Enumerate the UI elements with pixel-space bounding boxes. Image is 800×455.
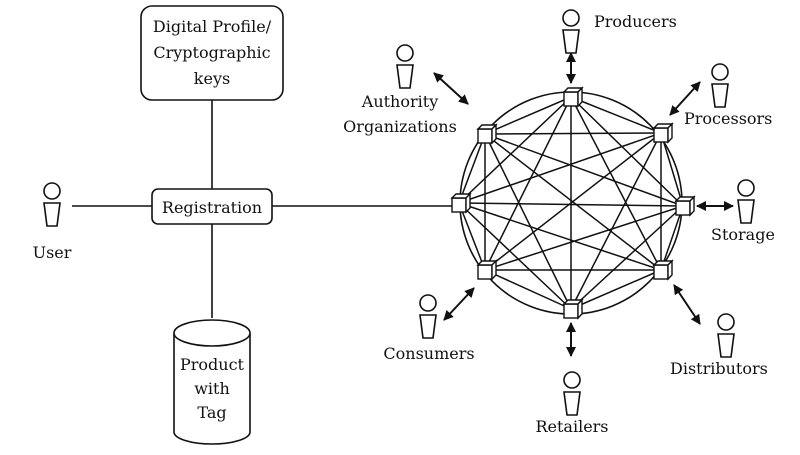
network-node-cube — [652, 122, 674, 144]
mesh-link — [484, 96, 572, 271]
mesh-link — [570, 205, 684, 310]
mesh-link — [484, 205, 684, 271]
mesh-link — [570, 96, 662, 134]
user-person-icon — [43, 182, 61, 227]
consumers-person-icon — [419, 294, 437, 339]
mesh-link — [484, 132, 662, 135]
network-mesh — [458, 96, 684, 310]
distributors-label: Distributors — [670, 359, 768, 378]
mesh-link — [458, 132, 662, 204]
mesh-link — [458, 202, 662, 271]
mesh-link — [484, 133, 572, 310]
mesh-link — [660, 132, 684, 207]
network-node-cube — [562, 298, 584, 320]
mesh-link — [458, 202, 572, 310]
actor-icons — [396, 9, 755, 416]
product-database-cylinder: Product with Tag — [173, 319, 251, 445]
producers-person-icon — [562, 9, 580, 54]
authority-label-line-1: Authority — [361, 92, 438, 111]
network-nodes — [450, 86, 696, 320]
mesh-link — [660, 205, 684, 271]
retailers-person-icon — [563, 371, 581, 416]
mesh-link — [570, 96, 684, 207]
mesh-link — [484, 133, 662, 271]
mesh-link — [570, 269, 662, 310]
product-line-1: Product — [180, 355, 245, 374]
authority-arrow — [433, 72, 469, 105]
digital-profile-box: Digital Profile/ Cryptographic keys — [140, 5, 284, 101]
mesh-link — [484, 96, 572, 135]
network-node-cube — [450, 192, 472, 214]
profile-line-3: keys — [194, 69, 230, 88]
storage-person-icon — [737, 179, 755, 224]
mesh-link — [570, 96, 662, 271]
blockchain-network — [450, 86, 696, 320]
product-line-2: with — [194, 379, 230, 398]
processors-arrow — [669, 81, 701, 116]
processors-person-icon — [711, 63, 729, 108]
retailers-label: Retailers — [535, 417, 608, 436]
mesh-link — [458, 96, 572, 204]
mesh-link — [484, 269, 572, 310]
network-node-cube — [476, 259, 498, 281]
consumers-label: Consumers — [383, 344, 474, 363]
mesh-link — [458, 202, 684, 207]
profile-line-2: Cryptographic — [153, 43, 270, 62]
network-node-cube — [562, 86, 584, 108]
registration-box: Registration — [151, 188, 273, 225]
profile-line-1: Digital Profile/ — [153, 17, 272, 36]
distributors-person-icon — [717, 313, 735, 358]
network-node-cube — [476, 123, 498, 145]
mesh-link — [458, 202, 486, 271]
registration-label: Registration — [162, 198, 262, 217]
authority-person-icon — [396, 44, 414, 89]
network-node-cube — [674, 195, 696, 217]
product-line-3: Tag — [197, 403, 226, 422]
authority-label-line-2: Organizations — [343, 117, 457, 136]
network-node-cube — [652, 259, 674, 281]
distributors-arrow — [673, 284, 701, 325]
processors-label: Processors — [684, 109, 772, 128]
mesh-link — [484, 133, 684, 207]
mesh-link — [570, 132, 662, 310]
storage-label: Storage — [711, 225, 775, 244]
consumers-arrow — [443, 287, 475, 321]
user-label: User — [33, 243, 72, 262]
mesh-link — [458, 133, 486, 204]
producers-label: Producers — [594, 12, 677, 31]
